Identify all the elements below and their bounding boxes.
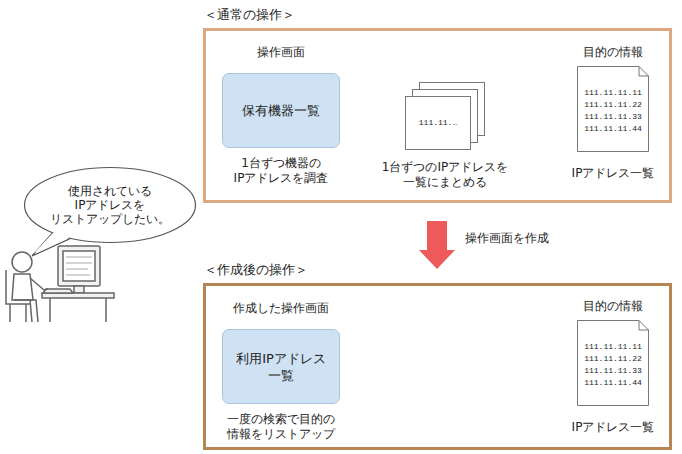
- stacked-pages: [405, 82, 485, 150]
- stack-caption: 1台ずつのIPアドレスを 一覧にまとめる: [382, 160, 508, 190]
- document-fold: [639, 321, 649, 331]
- person-body: [12, 274, 33, 300]
- operation-screen: 作成した操作画面利用IPアドレス 一覧一度の検索で目的の 情報をリストアップ: [222, 300, 340, 442]
- bubble-text: 使用されている IPアドレスを リストアップしたい。: [50, 184, 170, 226]
- doc-heading: 目的の情報: [583, 298, 643, 314]
- document-lines: 111.11.11.11 111.11.11.22 111.11.11.33 1…: [584, 83, 642, 135]
- document-content: 111.11.11.11 111.11.11.22 111.11.11.33 1…: [577, 66, 649, 152]
- doc-heading: 目的の情報: [583, 44, 643, 60]
- screen-title: 保有機器一覧: [242, 102, 320, 119]
- document-shape: 111.11.11.11 111.11.11.22 111.11.11.33 1…: [577, 66, 649, 152]
- edge-label: 操作画面を作成: [465, 231, 549, 246]
- screen-heading: 作成した操作画面: [233, 300, 329, 316]
- screen-caption: 1台ずつ機器の IPアドレスを調査: [234, 156, 329, 186]
- edge-label-box: 操作画面を作成: [463, 230, 551, 247]
- screen-box: 保有機器一覧: [222, 73, 340, 148]
- screen-box: 利用IPアドレス 一覧: [222, 329, 340, 404]
- stacked-documents: 111.11.…: [405, 82, 485, 150]
- panel-title: ＜作成後の操作＞: [204, 262, 308, 278]
- monitor-screen: [63, 251, 95, 281]
- document-group: 目的の情報 111.11.11.11 111.11.11.22 111.11.11…: [563, 44, 663, 181]
- monitor-stand: [74, 286, 84, 293]
- person-at-computer: [6, 246, 114, 322]
- person-head: [12, 252, 32, 272]
- person-arm: [30, 278, 48, 290]
- doc-caption: IPアドレス一覧: [572, 166, 655, 181]
- document-lines: 111.11.11.11 111.11.11.22 111.11.11.33 1…: [584, 337, 642, 389]
- document-group: 目的の情報 111.11.11.11 111.11.11.22 111.11.11…: [563, 298, 663, 435]
- panel-title: ＜通常の操作＞: [204, 7, 295, 23]
- page-content: 111.11.…: [405, 96, 471, 150]
- bubble-tail-join: [34, 226, 81, 253]
- screen-heading: 操作画面: [257, 44, 305, 60]
- document-page: [578, 67, 649, 152]
- operation-screen: 操作画面保有機器一覧 1台ずつ機器の IPアドレスを調査: [222, 44, 340, 186]
- transition-arrow: [419, 221, 455, 269]
- document-shape: 111.11.11.11 111.11.11.22 111.11.11.33 1…: [577, 320, 649, 406]
- speech-bubble: 使用されている IPアドレスを リストアップしたい。: [23, 166, 197, 244]
- screen-title: 利用IPアドレス 一覧: [236, 350, 326, 384]
- document-content: 111.11.11.11 111.11.11.22 111.11.11.33 1…: [577, 320, 649, 406]
- bubble-tail: [32, 227, 82, 256]
- doc-caption: IPアドレス一覧: [572, 420, 655, 435]
- operation-panel: ＜作成後の操作＞作成した操作画面利用IPアドレス 一覧一度の検索で目的の 情報を…: [203, 283, 672, 450]
- document-group: 111.11.… 1台ずつのIPアドレスを 一覧にまとめる: [370, 82, 520, 190]
- document-fold: [639, 67, 649, 77]
- screen-caption: 一度の検索で目的の 情報をリストアップ: [227, 412, 335, 442]
- monitor: [58, 246, 100, 286]
- bubble-ellipse: [25, 168, 196, 243]
- page: [406, 97, 471, 150]
- operation-panel: ＜通常の操作＞操作画面保有機器一覧1台ずつ機器の IPアドレスを調査111.11…: [203, 28, 672, 203]
- page-text: 111.11.…: [419, 118, 457, 128]
- chair: [6, 270, 30, 322]
- document-page: [578, 321, 649, 406]
